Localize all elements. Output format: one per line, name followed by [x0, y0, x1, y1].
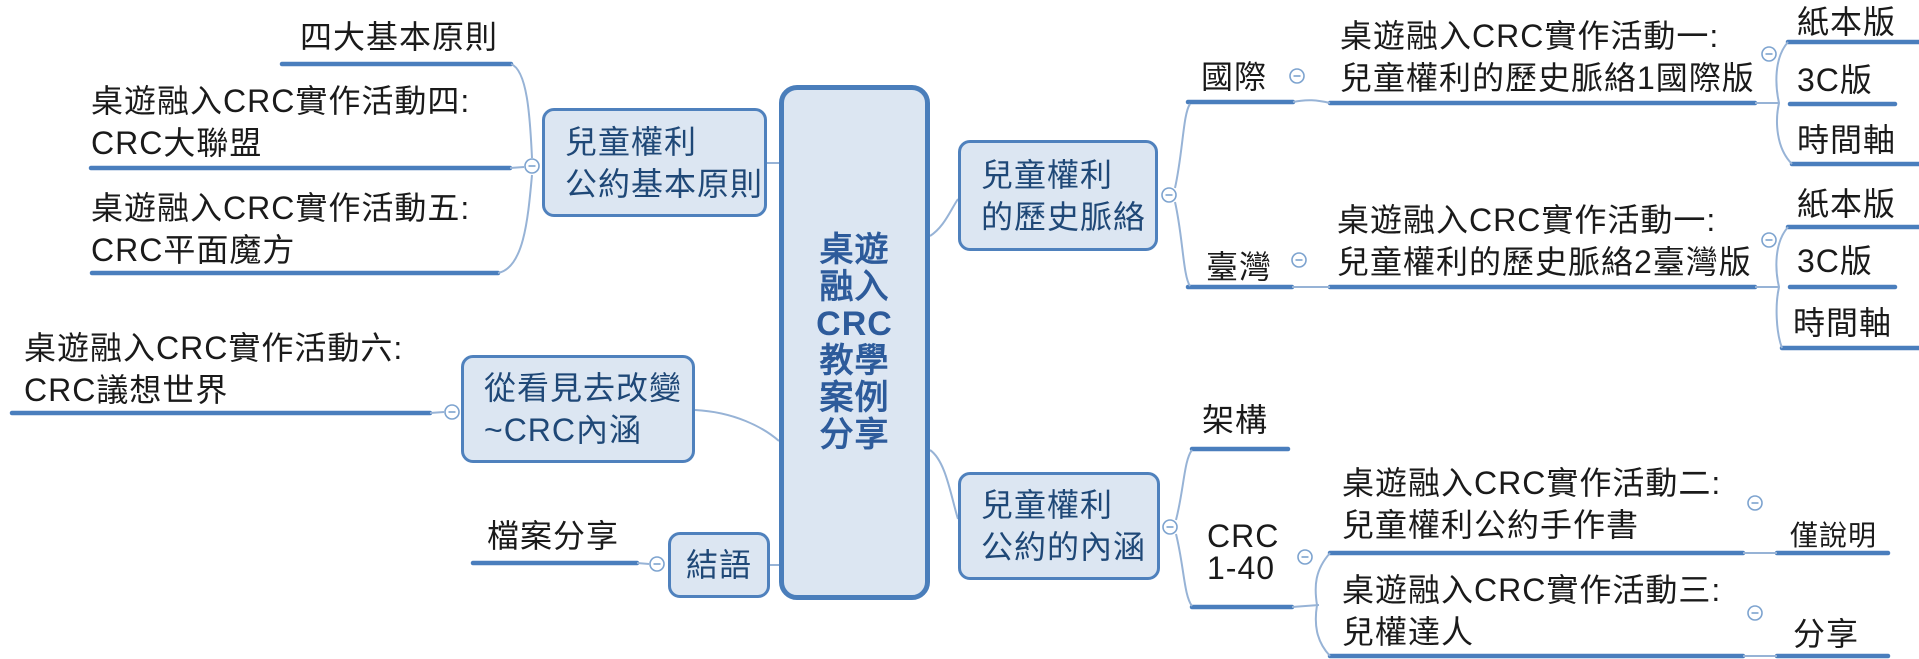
node-activity-5[interactable]: 桌遊融入CRC實作活動五: CRC平面魔方	[91, 187, 470, 271]
node-explain-only[interactable]: 僅說明	[1790, 520, 1878, 551]
collapse-toggle-activity1-intl-icon[interactable]	[1761, 46, 1777, 62]
node-activity-2[interactable]: 桌遊融入CRC實作活動二: 兒童權利公約手作書	[1342, 462, 1721, 546]
collapse-toggle-taiwan-icon[interactable]	[1291, 252, 1307, 268]
connector-fileshare-to-box	[636, 562, 650, 565]
box-conclusion[interactable]: 結語	[668, 532, 770, 598]
connector-root-to-contentbox	[929, 449, 959, 520]
connector-content-to-structure	[1175, 449, 1193, 521]
collapse-toggle-principles-icon[interactable]	[524, 158, 540, 174]
node-activity-3[interactable]: 桌遊融入CRC實作活動三: 兒權達人	[1342, 569, 1721, 653]
connector-fourprinciples-to-box	[510, 63, 533, 159]
connector-root-to-historybox	[929, 198, 959, 237]
box-line: 兒童權利	[981, 487, 1114, 523]
box-history-context[interactable]: 兒童權利 的歷史脈絡	[958, 140, 1158, 251]
node-3c-version-tw[interactable]: 3C版	[1797, 243, 1873, 279]
root-topic-line: 案例	[819, 378, 890, 417]
box-line: 的歷史脈絡	[981, 198, 1147, 235]
node-structure[interactable]: 架構	[1202, 402, 1269, 438]
node-timeline-intl[interactable]: 時間軸	[1797, 122, 1897, 158]
connector-activity5-to-box	[497, 174, 533, 274]
connector-crc140-bracket	[1314, 552, 1331, 657]
collapse-toggle-activity2-icon[interactable]	[1747, 495, 1763, 511]
root-topic-line: 融入	[819, 267, 890, 306]
node-3c-version-intl[interactable]: 3C版	[1797, 62, 1873, 98]
collapse-toggle-crc140-icon[interactable]	[1297, 549, 1313, 565]
box-line: 從看見去改變	[484, 370, 683, 406]
node-line: 桌遊融入CRC實作活動二:	[1342, 465, 1722, 501]
node-activity-4[interactable]: 桌遊融入CRC實作活動四: CRC大聯盟	[91, 80, 470, 164]
node-line: 桌遊融入CRC實作活動五:	[91, 190, 471, 226]
collapse-toggle-change-icon[interactable]	[444, 404, 460, 420]
connector-history-to-taiwan	[1174, 201, 1191, 287]
collapse-toggle-history-icon[interactable]	[1161, 187, 1177, 203]
node-line: CRC議想世界	[24, 372, 229, 408]
box-basic-principles[interactable]: 兒童權利 公約基本原則	[542, 108, 767, 217]
box-see-to-change[interactable]: 從看見去改變 ~CRC內涵	[461, 355, 695, 463]
node-line: 桌遊融入CRC實作活動一:	[1337, 202, 1717, 238]
connector-changebox-to-root	[694, 409, 780, 442]
box-line: 結語	[685, 547, 752, 583]
root-topic-line: CRC	[816, 304, 893, 343]
node-line: 1-40	[1207, 550, 1276, 586]
node-line: 兒童權利公約手作書	[1342, 507, 1640, 543]
root-topic[interactable]: 桌遊 融入 CRC 教學 案例 分享	[779, 85, 930, 600]
connector-activity1tw-bracket	[1775, 226, 1789, 349]
node-activity-1-intl[interactable]: 桌遊融入CRC實作活動一: 兒童權利的歷史脈絡1國際版	[1340, 15, 1755, 99]
node-line: 兒童權利的歷史脈絡1國際版	[1340, 60, 1755, 96]
node-activity-1-tw[interactable]: 桌遊融入CRC實作活動一: 兒童權利的歷史脈絡2臺灣版	[1337, 199, 1752, 283]
connector-crc140-stub	[1291, 604, 1320, 608]
node-file-share[interactable]: 檔案分享	[487, 518, 620, 554]
node-taiwan[interactable]: 臺灣	[1206, 249, 1273, 285]
root-topic-line: 桌遊	[819, 230, 890, 269]
node-line: CRC大聯盟	[91, 125, 263, 161]
collapse-toggle-activity1-tw-icon[interactable]	[1761, 232, 1777, 248]
connector-content-to-crc140	[1175, 533, 1193, 607]
collapse-toggle-international-icon[interactable]	[1289, 68, 1305, 84]
connector-activity1intl-bracket	[1775, 41, 1793, 165]
node-line: 桌遊融入CRC實作活動三:	[1342, 572, 1722, 608]
node-line: CRC	[1207, 518, 1280, 554]
node-paper-version-intl[interactable]: 紙本版	[1797, 4, 1897, 40]
node-line: 桌遊融入CRC實作活動六:	[24, 330, 404, 366]
node-crc-1-40[interactable]: CRC 1-40	[1207, 520, 1279, 584]
box-line: ~CRC內涵	[484, 412, 643, 448]
node-line: CRC平面魔方	[91, 232, 296, 268]
connector-activity6-to-box	[429, 411, 445, 414]
connector-activity4-to-box	[509, 166, 525, 169]
node-line: 兒童權利的歷史脈絡2臺灣版	[1337, 244, 1752, 280]
connector-history-to-international	[1174, 103, 1191, 189]
node-paper-version-tw[interactable]: 紙本版	[1797, 186, 1897, 222]
node-activity-6[interactable]: 桌遊融入CRC實作活動六: CRC議想世界	[24, 327, 403, 411]
collapse-toggle-content-icon[interactable]	[1162, 519, 1178, 535]
box-crc-content[interactable]: 兒童權利 公約的內涵	[958, 472, 1160, 580]
collapse-toggle-conclusion-icon[interactable]	[649, 556, 665, 572]
node-line: 桌遊融入CRC實作活動四:	[91, 83, 471, 119]
node-four-principles[interactable]: 四大基本原則	[300, 19, 499, 55]
node-share[interactable]: 分享	[1793, 616, 1860, 652]
box-line: 兒童權利	[981, 156, 1114, 193]
box-line: 兒童權利	[565, 123, 698, 160]
collapse-toggle-activity3-icon[interactable]	[1747, 605, 1763, 621]
box-line: 公約的內涵	[981, 529, 1147, 565]
node-line: 桌遊融入CRC實作活動一:	[1340, 18, 1720, 54]
node-international[interactable]: 國際	[1201, 59, 1268, 95]
connector-international-to-activity1	[1292, 99, 1331, 104]
node-line: 兒權達人	[1342, 614, 1475, 650]
box-line: 公約基本原則	[565, 165, 764, 202]
root-topic-line: 教學	[819, 341, 890, 380]
root-topic-line: 分享	[819, 415, 890, 454]
node-timeline-tw[interactable]: 時間軸	[1793, 305, 1893, 341]
